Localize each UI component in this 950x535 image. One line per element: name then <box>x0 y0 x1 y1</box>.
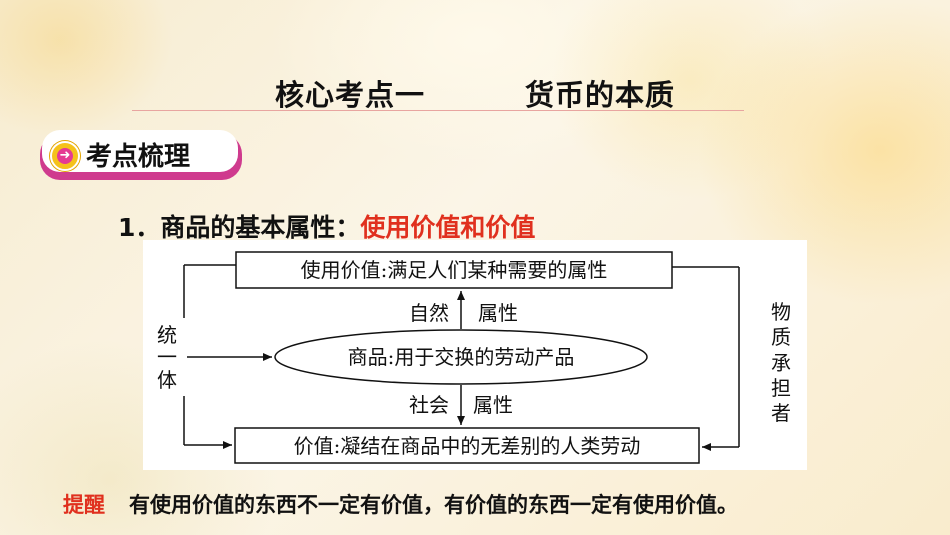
page-title: 核心考点一 货币的本质 <box>0 72 950 114</box>
page-title-left: 核心考点一 <box>274 78 425 112</box>
section-tag-label: 考点梳理 <box>86 142 191 172</box>
unity-char-1: 统 <box>157 323 177 347</box>
use-value-box-text: 使用价值:满足人们某种需要的属性 <box>301 258 608 282</box>
carrier-char-4: 担 <box>771 376 791 400</box>
carrier-char-2: 质 <box>771 325 791 349</box>
commodity-attributes-diagram: 使用价值:满足人们某种需要的属性 商品:用于交换的劳动产品 价值:凝结在商品中的… <box>143 240 807 470</box>
commodity-ellipse-text: 商品:用于交换的劳动产品 <box>348 345 575 369</box>
diagram-svg: 使用价值:满足人们某种需要的属性 商品:用于交换的劳动产品 价值:凝结在商品中的… <box>151 251 801 464</box>
title-divider <box>132 110 744 111</box>
carrier-char-5: 者 <box>771 401 791 425</box>
arrow-right-circle-icon: ➜ <box>50 141 80 171</box>
carrier-char-3: 承 <box>771 351 791 375</box>
point-1-prefix: ．商品的基本属性： <box>135 213 361 242</box>
use-value-box <box>235 251 673 289</box>
commodity-ellipse <box>274 329 648 385</box>
point-1-number: 1 <box>118 213 136 242</box>
tip-note: 提醒有使用价值的东西不一定有价值，有价值的东西一定有使用价值。 <box>63 489 738 519</box>
tip-text: 有使用价值的东西不一定有价值，有价值的东西一定有使用价值。 <box>129 493 738 517</box>
unity-char-2: 一 <box>157 345 177 369</box>
nature-label: 自然 <box>409 301 449 325</box>
unity-label-bg <box>151 318 187 396</box>
unity-char-3: 体 <box>157 368 177 392</box>
social-attr-label: 属性 <box>473 393 513 417</box>
section-tag-face: ➜ 考点梳理 <box>42 130 238 172</box>
carrier-char-1: 物 <box>771 300 791 324</box>
section-tag: ➜ 考点梳理 <box>40 128 242 180</box>
social-label: 社会 <box>409 393 449 417</box>
page-title-right: 货币的本质 <box>525 78 676 112</box>
value-box-text: 价值:凝结在商品中的无差别的人类劳动 <box>294 434 641 458</box>
point-1-heading: 1．商品的基本属性：使用价值和价值 <box>118 208 535 244</box>
value-box <box>234 427 700 464</box>
carrier-label-bg <box>761 298 801 426</box>
point-1-highlight: 使用价值和价值 <box>360 213 536 242</box>
tip-label: 提醒 <box>63 493 105 517</box>
nature-attr-label: 属性 <box>478 301 518 325</box>
